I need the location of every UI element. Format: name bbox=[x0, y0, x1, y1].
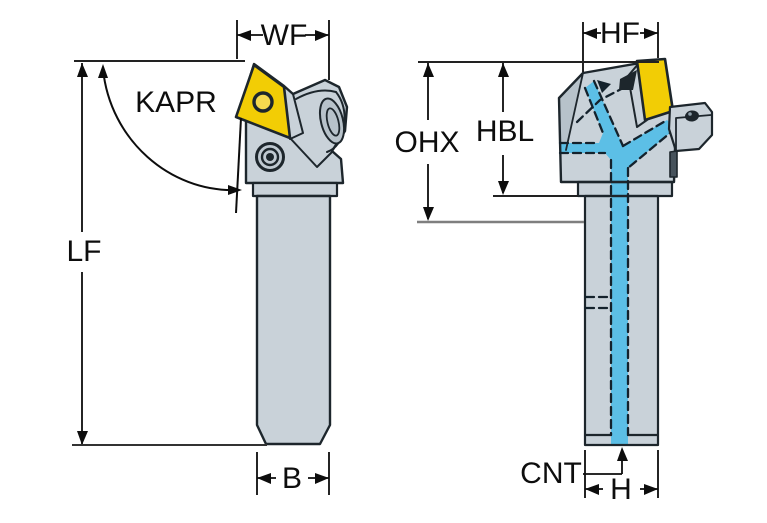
label-b: B bbox=[282, 462, 302, 495]
insert-seat-line bbox=[289, 137, 333, 168]
b-arrow-right bbox=[315, 473, 329, 484]
kapr-arrow-end bbox=[228, 185, 242, 195]
kapr-edge-extension bbox=[235, 117, 242, 214]
wf-extension-lines bbox=[236, 20, 330, 80]
dim-hbl: HBL bbox=[476, 63, 578, 197]
label-wf: WF bbox=[261, 19, 308, 52]
hbl-arrow-top bbox=[498, 63, 509, 77]
front-neck bbox=[251, 181, 339, 198]
dim-hf: HF bbox=[582, 17, 659, 72]
insert-hole bbox=[252, 91, 274, 113]
b-extension-lines bbox=[256, 452, 330, 495]
clamp-slot bbox=[669, 150, 678, 178]
clamp-front-edge bbox=[289, 93, 304, 140]
clamp-top-band bbox=[295, 89, 337, 100]
clamp-finger bbox=[619, 70, 637, 90]
ohx-arrow-top bbox=[423, 63, 434, 77]
dim-h: H bbox=[584, 450, 659, 506]
side-head-chamfer-line bbox=[565, 72, 584, 151]
dash-left-branch-b bbox=[583, 86, 605, 135]
dash-right-branch-b bbox=[626, 126, 678, 170]
dim-cnt: CNT bbox=[520, 447, 628, 490]
label-hbl: HBL bbox=[476, 115, 534, 148]
dim-lf: LF bbox=[66, 63, 267, 446]
kapr-arc bbox=[102, 68, 237, 192]
dash-left-branch-a bbox=[592, 79, 625, 148]
front-view bbox=[234, 62, 349, 446]
dash-pocket-line bbox=[575, 84, 629, 124]
lf-arrow-top bbox=[77, 63, 88, 77]
dim-ohx: OHX bbox=[394, 61, 659, 224]
dimensions: WF KAPR LF B bbox=[66, 17, 659, 506]
lf-arrow-bottom bbox=[77, 431, 88, 445]
coolant-nozzle bbox=[597, 80, 611, 93]
cartridge-screw-highlight bbox=[688, 112, 692, 116]
label-kapr: KAPR bbox=[135, 86, 217, 119]
coolant-channel bbox=[560, 81, 676, 445]
hf-arrow-right bbox=[644, 28, 658, 39]
h-arrow-right bbox=[644, 484, 658, 495]
side-view bbox=[557, 57, 714, 447]
dim-kapr: KAPR bbox=[74, 60, 245, 214]
cnt-leader bbox=[583, 459, 623, 475]
dim-b: B bbox=[256, 452, 330, 495]
hf-extension-lines bbox=[582, 22, 659, 72]
b-arrow-left bbox=[257, 473, 271, 484]
hf-arrow-left bbox=[583, 28, 597, 39]
side-shank-outline bbox=[583, 194, 660, 447]
dash-right-branch-a bbox=[621, 118, 669, 148]
clamp-screw-center bbox=[266, 153, 274, 161]
label-ohx: OHX bbox=[394, 126, 459, 159]
ohx-arrow-bottom bbox=[423, 207, 434, 221]
coolant-dashed-borders bbox=[558, 79, 678, 437]
clamp-end-inner bbox=[325, 107, 341, 137]
front-shank bbox=[255, 194, 332, 446]
label-cnt: CNT bbox=[520, 457, 582, 490]
label-lf: LF bbox=[66, 235, 101, 268]
cnt-arrow bbox=[617, 447, 628, 461]
label-hf: HF bbox=[600, 17, 640, 50]
wf-arrow-left bbox=[237, 30, 251, 41]
wf-arrow-right bbox=[315, 30, 329, 41]
clamp-screw-ring bbox=[260, 147, 280, 167]
kapr-arrow-top bbox=[98, 64, 108, 78]
hbl-arrow-bottom bbox=[498, 181, 509, 195]
dim-wf: WF bbox=[236, 19, 330, 80]
h-arrow-left bbox=[585, 484, 599, 495]
h-extension-lines bbox=[584, 450, 659, 498]
label-h: H bbox=[610, 473, 632, 506]
